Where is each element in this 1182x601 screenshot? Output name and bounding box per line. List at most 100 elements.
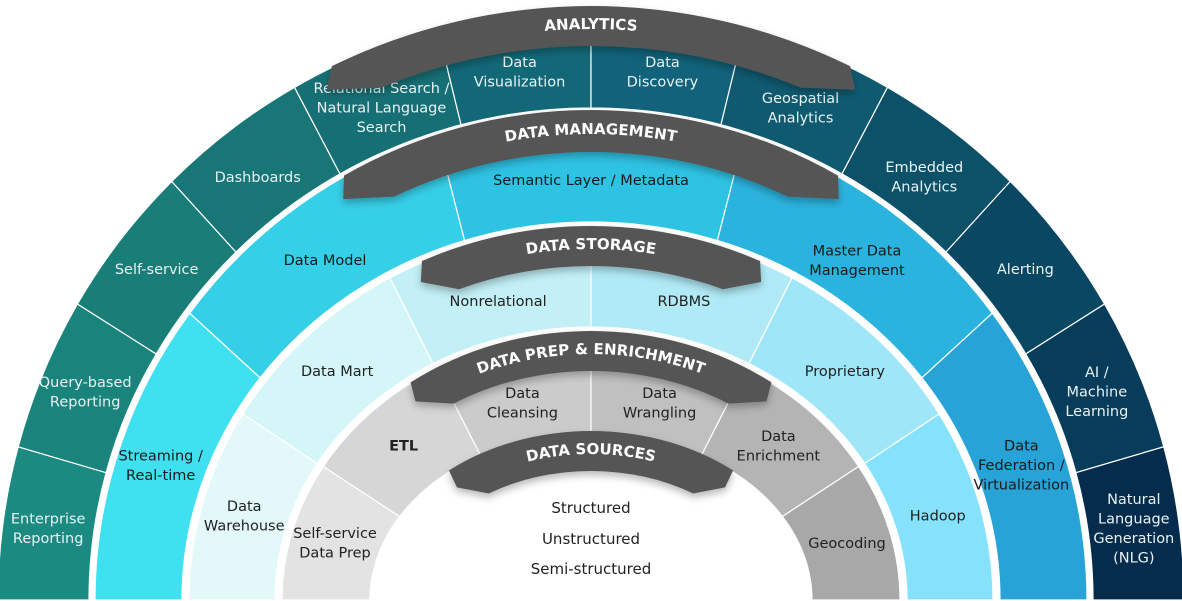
segment-data-cleansing-label-line: Data	[505, 386, 540, 402]
segment-data-model: Data Model	[188, 135, 466, 379]
banners-layer: ANALYTICS DATA MANAGEMENT DATA STORAGE DATA…	[326, 6, 856, 494]
segment-master-data-management-label-line: Management	[809, 263, 905, 279]
segment-embedded-analytics-label-line: Analytics	[891, 180, 957, 196]
segment-data-discovery-label-line: Discovery	[627, 74, 699, 90]
segment-natural-language-generation-nlg-label-line: (NLG)	[1113, 551, 1154, 567]
segment-rdbms-label-line: RDBMS	[657, 294, 710, 310]
segment-data-mart-label: Data Mart	[301, 364, 374, 380]
segment-natural-language-generation-nlg-shape	[1075, 446, 1182, 601]
segment-data-enrichment-label-line: Enrichment	[737, 448, 821, 464]
segment-hadoop-label: Hadoop	[910, 509, 966, 525]
segment-alerting-label: Alerting	[997, 262, 1054, 278]
segment-ai-machine-learning-label-line: Learning	[1065, 404, 1128, 420]
core-item-structured: Structured	[551, 499, 630, 517]
segment-streaming-real-time: Streaming /Real-time	[94, 312, 261, 601]
segment-data-enrichment-label-line: Data	[761, 429, 796, 445]
segment-hadoop-label-line: Hadoop	[910, 509, 966, 525]
segment-nonrelational-label: Nonrelational	[450, 294, 547, 310]
segment-nonrelational-label-line: Nonrelational	[450, 294, 547, 310]
segment-query-based-reporting-label-line: Reporting	[50, 394, 121, 410]
segment-enterprise-reporting-label-line: Enterprise	[11, 512, 86, 528]
segment-proprietary-label: Proprietary	[805, 364, 886, 380]
segment-data-federation-virtualization-shape	[921, 312, 1088, 601]
segment-natural-language-generation-nlg-label-line: Language	[1098, 512, 1170, 528]
segment-self-service-data-prep-label-line: Self-service	[293, 526, 377, 542]
banner-data-storage-title: DATA STORAGE	[524, 234, 657, 257]
segment-data-federation-virtualization-label-line: Virtualization	[974, 478, 1070, 494]
segment-master-data-management-label-line: Master Data	[813, 243, 902, 259]
segment-streaming-real-time-label: Streaming /Real-time	[118, 448, 202, 484]
banner-analytics-ribbon	[326, 6, 856, 90]
core-item-unstructured: Unstructured	[542, 530, 640, 548]
segment-semantic-layer-metadata-label: Semantic Layer / Metadata	[493, 173, 689, 189]
banner-data-management-ribbon	[343, 110, 839, 200]
segment-proprietary-label-line: Proprietary	[805, 364, 886, 380]
segment-streaming-real-time-label-line: Streaming /	[118, 448, 202, 464]
segment-data-cleansing-label-line: Cleansing	[487, 406, 558, 422]
segment-hadoop-shape	[863, 413, 994, 601]
segment-data-warehouse-label-line: Warehouse	[204, 518, 285, 534]
segment-ai-machine-learning-label-line: AI /	[1085, 365, 1109, 381]
segment-data-federation-virtualization-label-line: Federation /	[978, 458, 1065, 474]
segment-embedded-analytics-label-line: Embedded	[885, 160, 963, 176]
banner-analytics: ANALYTICS	[326, 6, 856, 90]
banner-data-prep-ribbon	[410, 330, 772, 404]
segment-relational-search-natural-language-search-label-line: Natural Language	[317, 101, 447, 117]
banner-data-storage: DATA STORAGE	[420, 225, 762, 290]
segment-hadoop: Hadoop	[863, 413, 994, 601]
segment-data-wrangling-label-line: Data	[642, 386, 677, 402]
segment-data-wrangling-label-line: Wrangling	[623, 406, 696, 422]
banner-data-sources-ribbon	[448, 430, 734, 494]
segment-data-model-label-line: Data Model	[284, 253, 367, 269]
segment-geospatial-analytics-label-line: Geospatial	[762, 91, 839, 107]
segment-ai-machine-learning-label-line: Machine	[1066, 385, 1127, 401]
segment-data-mart-label-line: Data Mart	[301, 364, 374, 380]
segment-self-service-data-prep-label-line: Data Prep	[299, 546, 371, 562]
banner-data-sources: DATA SOURCES	[448, 430, 734, 494]
segment-self-service-label-line: Self-service	[115, 262, 199, 278]
segment-etl-label: ETL	[389, 439, 418, 455]
segment-geospatial-analytics-label-line: Analytics	[768, 110, 834, 126]
core-data-sources: Structured Unstructured Semi-structured	[531, 499, 652, 578]
segment-data-warehouse-label-line: Data	[227, 499, 262, 515]
core-item-semi-structured: Semi-structured	[531, 560, 652, 578]
segment-geocoding-label: Geocoding	[808, 536, 886, 552]
segment-etl: ETL	[322, 367, 482, 518]
segment-data-visualization-label-line: Visualization	[474, 74, 566, 90]
banner-data-management: DATA MANAGEMENT	[343, 110, 839, 200]
segment-self-service-label: Self-service	[115, 262, 199, 278]
segment-dashboards-label: Dashboards	[215, 170, 301, 186]
segment-semantic-layer-metadata-label-line: Semantic Layer / Metadata	[493, 173, 689, 189]
banner-analytics-title: ANALYTICS	[544, 14, 639, 34]
segment-data-visualization-label-line: Data	[502, 55, 537, 71]
segment-enterprise-reporting-label-line: Reporting	[13, 531, 84, 547]
segment-geocoding-label-line: Geocoding	[808, 536, 886, 552]
segment-query-based-reporting-label-line: Query-based	[39, 375, 132, 391]
segment-geocoding-shape	[781, 465, 901, 601]
segment-data-discovery-label-line: Data	[645, 55, 680, 71]
segment-geocoding: Geocoding	[781, 465, 901, 601]
segment-data-model-label: Data Model	[284, 253, 367, 269]
segment-natural-language-generation-nlg-label-line: Generation	[1093, 531, 1174, 547]
